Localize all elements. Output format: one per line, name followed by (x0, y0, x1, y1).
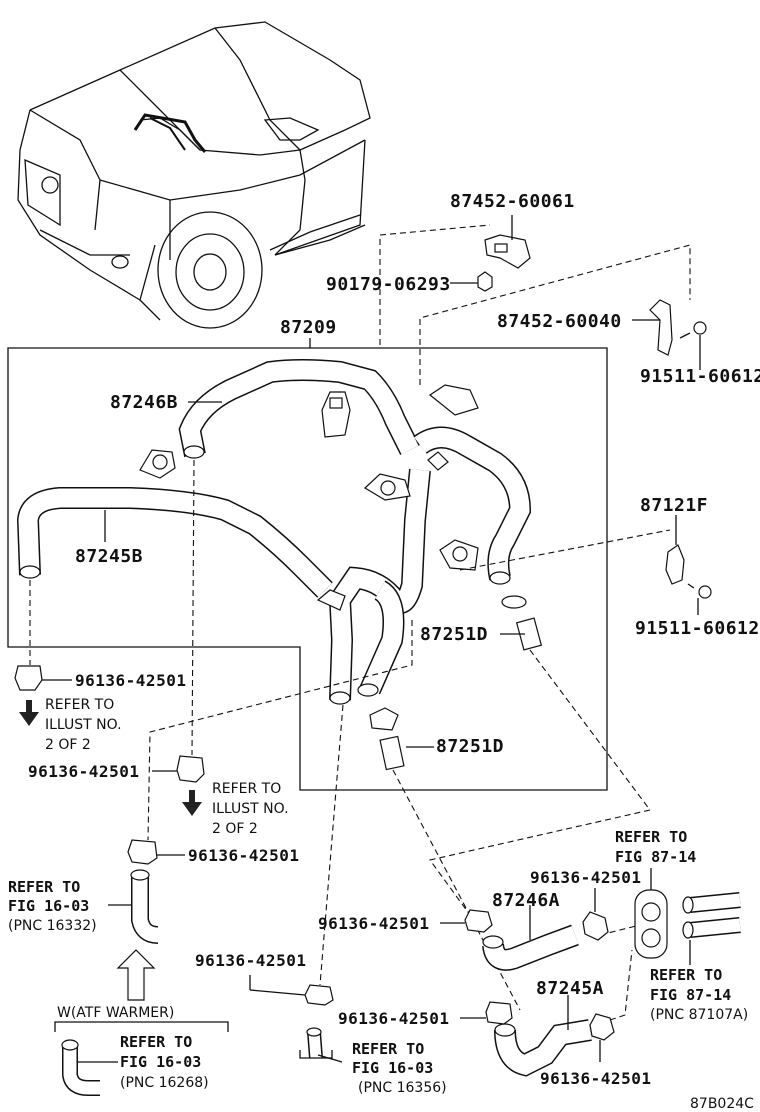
down-arrow-icon (182, 790, 202, 816)
ref-illust-1-line3: 2 OF 2 (45, 737, 91, 753)
label-87452-60061: 87452-60061 (450, 191, 575, 212)
clamp-mid-center (440, 909, 493, 933)
ref-fig-87-14-b-line3: (PNC 87107A) (650, 1007, 748, 1023)
label-87245a: 87245A (536, 978, 604, 999)
pipe-fig-16-03-b (299, 1027, 343, 1063)
label-91511-60612-mid: 91511-60612 (635, 618, 760, 639)
dashed-leaders (29, 224, 691, 1021)
clamp-left-2 (152, 755, 205, 783)
clamp-lower-center (249, 975, 334, 1006)
clamp-lower-a (460, 1001, 513, 1025)
bolt-91511-top (679, 321, 707, 370)
ref-fig-16-03-c-line1: REFER TO (120, 1033, 192, 1051)
assembly-label: 87209 (280, 317, 337, 338)
label-clamp-left-2: 96136-42501 (28, 762, 139, 781)
ref-fig-16-03-a-line3: (PNC 16332) (8, 918, 97, 934)
clamp-left-3 (127, 839, 185, 865)
hose-87245b (16, 487, 333, 598)
label-87452-60040: 87452-60040 (497, 311, 622, 332)
label-clamp-right-bottom: 96136-42501 (540, 1069, 651, 1088)
diagram-code: 87B024C (690, 1096, 754, 1112)
label-clamp-left-3: 96136-42501 (188, 846, 299, 865)
label-87121f: 87121F (640, 495, 708, 516)
label-87245b: 87245B (75, 546, 143, 567)
clip-group (139, 384, 543, 771)
ref-illust-2-line3: 2 OF 2 (212, 821, 258, 837)
label-clamp-mid-center: 96136-42501 (318, 914, 429, 933)
ref-illust-2-line2: ILLUST NO. (212, 801, 289, 817)
ref-fig-87-14-a-line1: REFER TO (615, 828, 687, 846)
ref-fig-16-03-b-line2: FIG 16-03 (352, 1059, 433, 1077)
label-clamp-lower-center: 96136-42501 (338, 1009, 449, 1028)
suv-front-icon (17, 21, 371, 329)
bolt-90179-06293 (450, 271, 493, 292)
label-87246a: 87246A (492, 890, 560, 911)
atf-warmer-label: W(ATF WARMER) (57, 1005, 174, 1021)
ref-illust-1-line1: REFER TO (45, 697, 114, 713)
ref-fig-87-14-a-line2: FIG 87-14 (615, 848, 696, 866)
ref-illust-2-line1: REFER TO (212, 781, 281, 797)
label-87246b: 87246B (110, 392, 178, 413)
ref-fig-16-03-c-line2: FIG 16-03 (120, 1053, 201, 1071)
ref-fig-16-03-b-line3: (PNC 16356) (358, 1080, 447, 1096)
label-clamp-left-lower: 96136-42501 (195, 951, 306, 970)
bracket-87452-60061 (484, 215, 531, 269)
bracket-87121f (665, 515, 685, 585)
label-90179-06293: 90179-06293 (326, 274, 451, 295)
label-clamp-upper-center: 96136-42501 (530, 868, 641, 887)
pipe-fig-16-03-a (108, 869, 159, 944)
clamp-right-a (582, 888, 609, 941)
valve-fig-87-14 (634, 868, 741, 965)
hose-87246a (482, 905, 579, 971)
clamp-left-1 (14, 665, 72, 691)
ref-fig-16-03-a-line1: REFER TO (8, 878, 80, 896)
label-91511-60612-top: 91511-60612 (640, 366, 760, 387)
ref-fig-16-03-b-line1: REFER TO (352, 1040, 424, 1058)
ref-fig-87-14-b-line2: FIG 87-14 (650, 986, 731, 1004)
up-arrow-icon (116, 949, 156, 1001)
bracket-87452-60040 (649, 299, 673, 356)
clamp-lower-b (589, 1013, 615, 1062)
label-87251d-lower: 87251D (436, 736, 504, 757)
assembly-box: 87209 (7, 317, 608, 791)
hose-87246b (178, 359, 420, 459)
bolt-91511-mid (687, 583, 712, 615)
atf-warmer-box (54, 1021, 229, 1096)
ref-fig-16-03-c-line3: (PNC 16268) (120, 1075, 209, 1091)
ref-fig-16-03-a-line2: FIG 16-03 (8, 897, 89, 915)
ref-illust-1-line2: ILLUST NO. (45, 717, 122, 733)
down-arrow-icon (19, 700, 39, 726)
ref-fig-87-14-b-line1: REFER TO (650, 966, 722, 984)
hose-center-y (328, 426, 532, 705)
label-clamp-left-1: 96136-42501 (75, 671, 186, 690)
label-87251d-upper: 87251D (420, 624, 488, 645)
